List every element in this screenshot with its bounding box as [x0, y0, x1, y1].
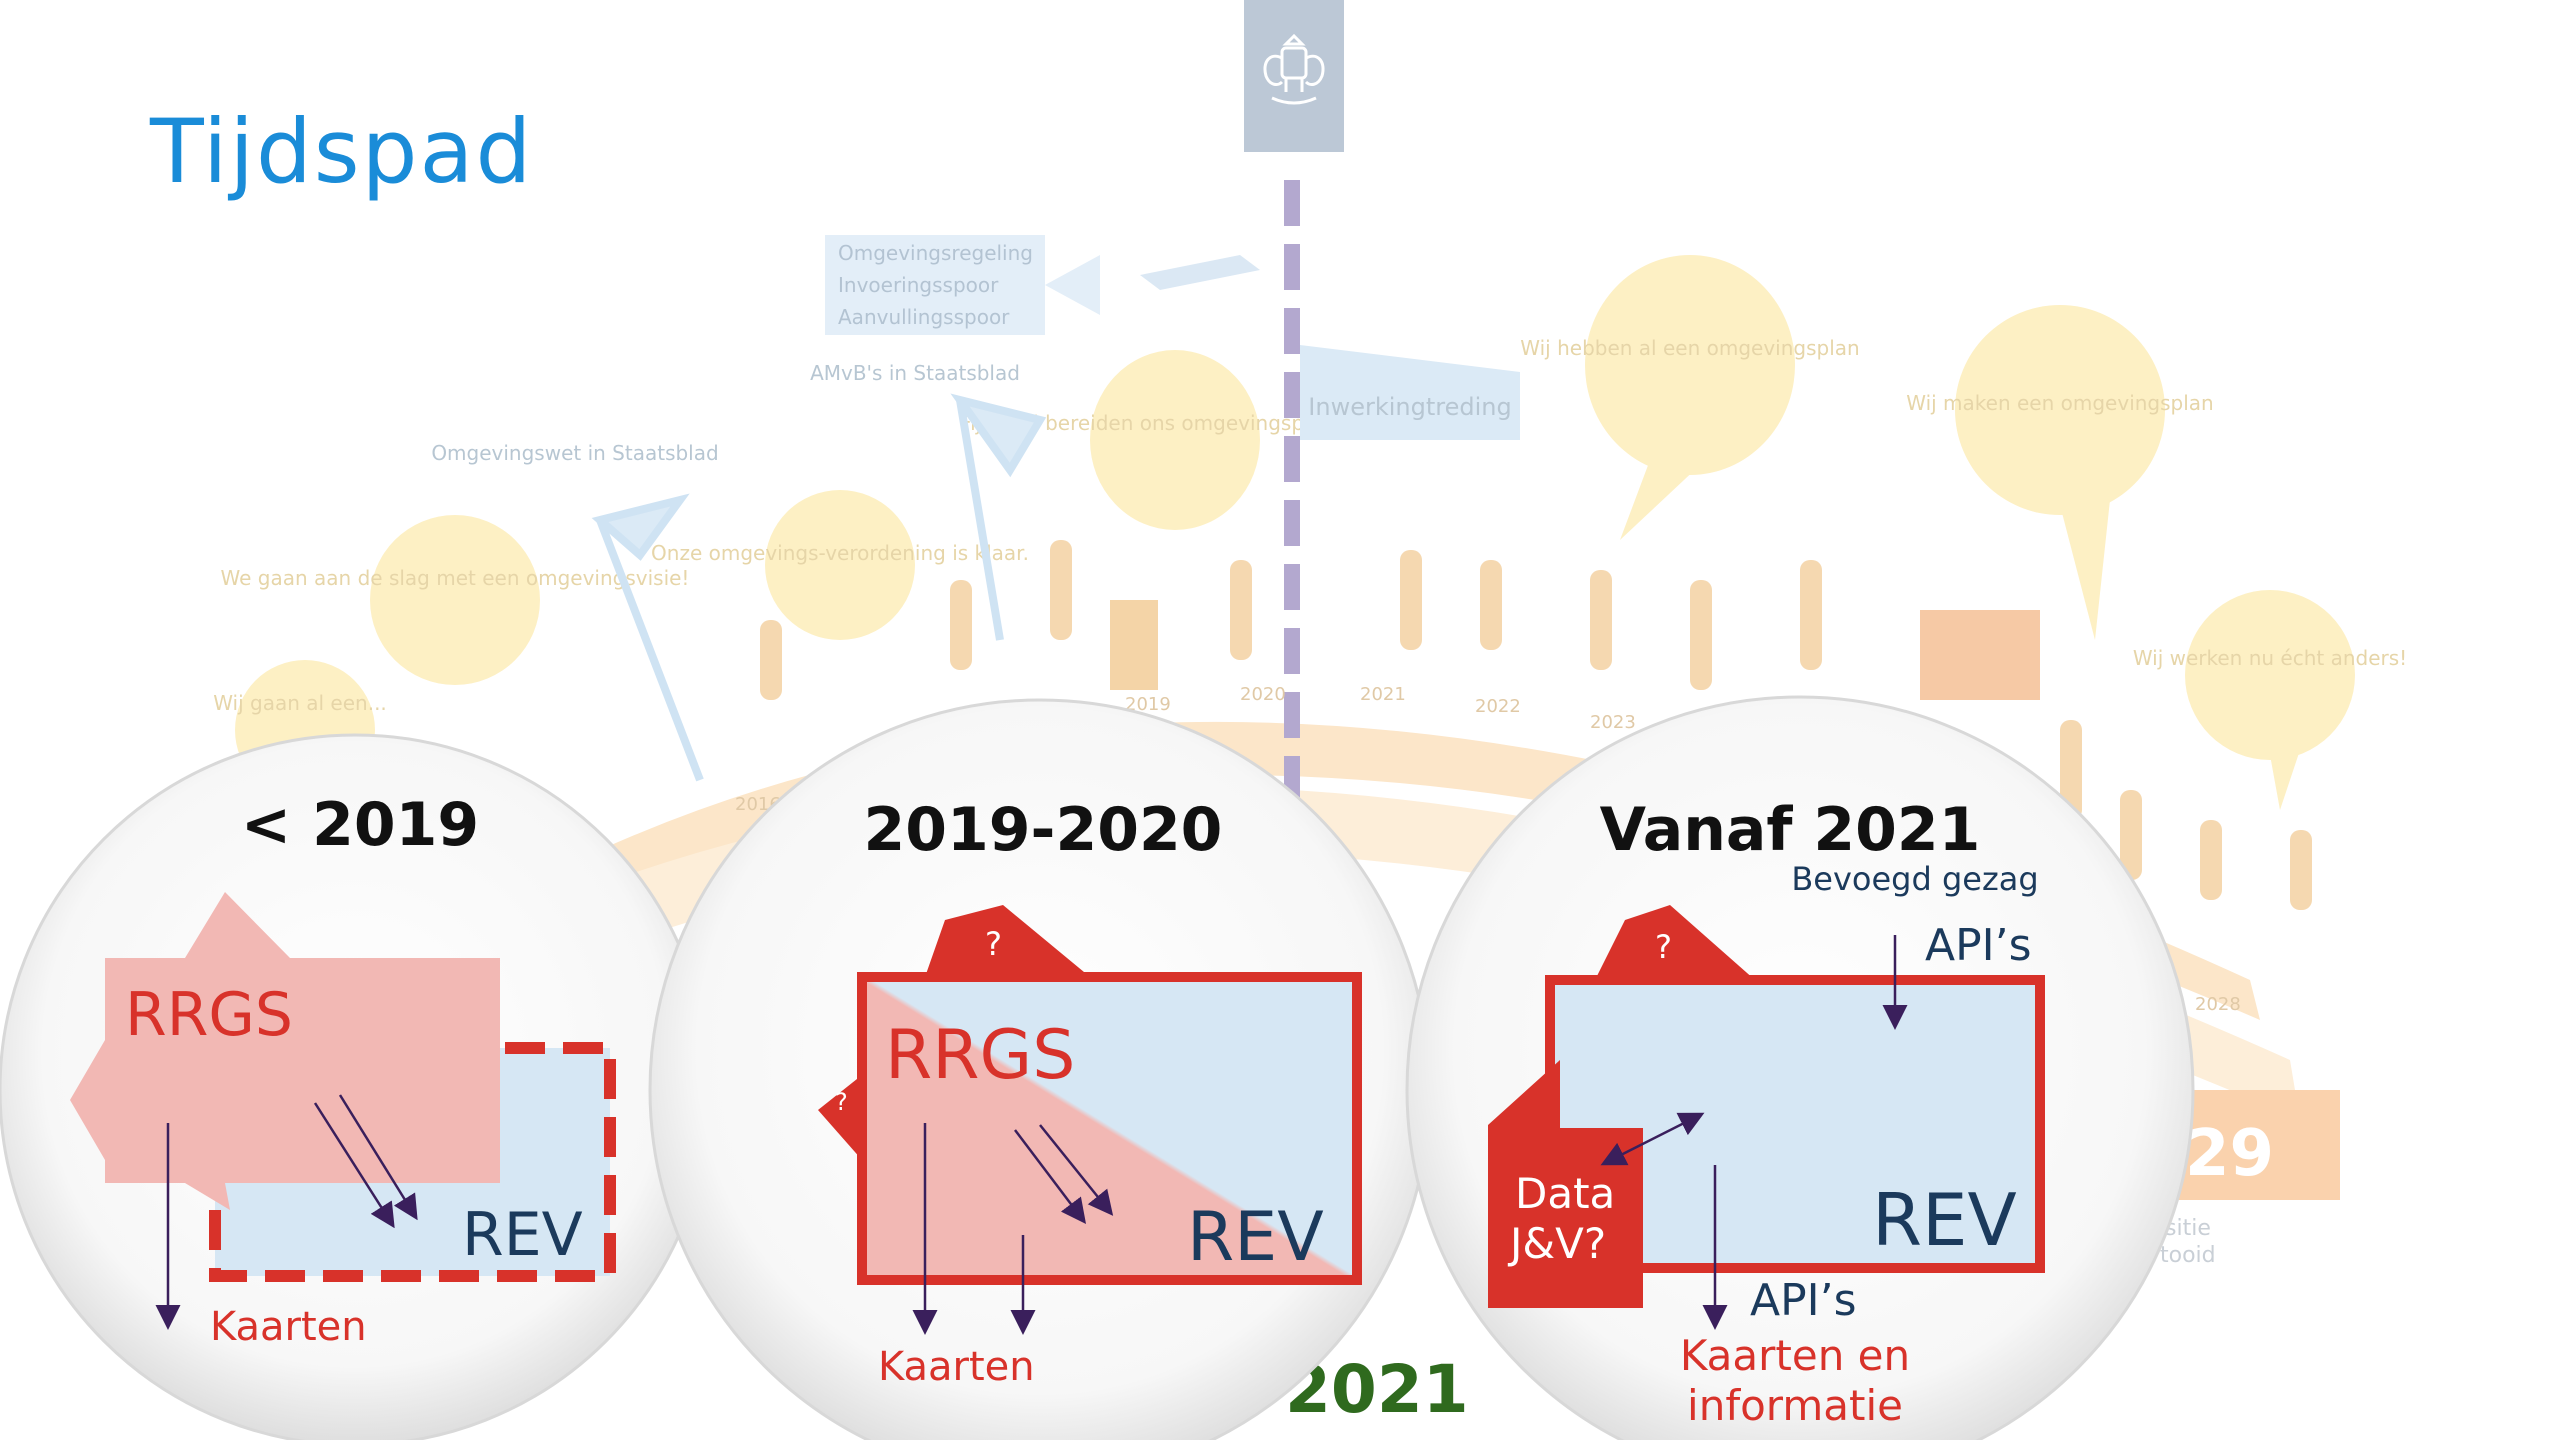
phase-circle-2019-2020: 2019-2020 ? ? RRGS REV Kaarten	[648, 698, 1432, 1440]
bubble-text: We gaan aan de slag met een omgevingsvis…	[221, 566, 690, 590]
bubble-text: Wij hebben al een omgevingsplan	[1520, 336, 1859, 360]
authority-label: Bevoegd gezag	[1791, 860, 2038, 898]
flag-label: Inwerkingtreding	[1308, 393, 1511, 421]
plane-banner	[825, 235, 1045, 335]
question-mark: ?	[1655, 928, 1672, 966]
phase-circle-pre-2019: < 2019 RRGS REV Kaarten	[0, 733, 712, 1440]
api-top-label: API’s	[1925, 920, 2032, 971]
bubble-werken-anders	[2185, 590, 2355, 760]
end-year-label: 29	[2185, 1117, 2274, 1191]
bubble-tail	[2270, 750, 2300, 810]
output-label: Kaarten en	[1680, 1331, 1910, 1380]
banner-line: Aanvullingsspoor	[838, 305, 1010, 329]
rev-label: REV	[1187, 1198, 1324, 1277]
flag-label: Omgevingswet in Staatsblad	[431, 441, 718, 465]
data-exchange-arrow	[1600, 1112, 1705, 1166]
year-tick: 2019	[1125, 694, 1171, 715]
phase-heading: 2019-2020	[864, 795, 1223, 865]
api-bottom-label: API’s	[1750, 1275, 1857, 1326]
rev-label: REV	[462, 1200, 583, 1270]
flags	[591, 345, 1520, 782]
output-label: Kaarten	[878, 1344, 1035, 1390]
banner-line: Invoeringsspoor	[838, 273, 999, 297]
question-tab	[925, 905, 1090, 977]
page-title: Tijdspad	[150, 100, 534, 203]
rrgs-rev-box	[857, 972, 1362, 1285]
flag-label: AMvB's in Staatsblad	[810, 361, 1020, 385]
bubble-fijn	[1090, 350, 1260, 530]
coat-of-arms-icon	[1263, 33, 1325, 105]
government-crest-banner	[1244, 0, 1344, 152]
bubble-text: Onze omgevings-verordening is klaar.	[651, 541, 1029, 565]
phase-heading: Vanaf 2021	[1600, 795, 1981, 865]
bubble-text: Wij gaan al een...	[213, 691, 387, 715]
end-caption: sitie	[2165, 1216, 2211, 1241]
bubble-maken-omgevingsplan	[1955, 305, 2165, 515]
bubble-verordening	[765, 490, 915, 640]
year-tick: 2022	[1475, 696, 1521, 717]
bubble-visie	[370, 515, 540, 685]
people-figures	[760, 540, 2312, 910]
rev-label: REV	[1872, 1178, 2017, 1262]
question-tab	[1595, 905, 1755, 980]
banner-line: Omgevingsregeling	[838, 241, 1033, 265]
question-mark: ?	[835, 1088, 848, 1116]
rrgs-label: RRGS	[885, 1016, 1075, 1095]
bubble-text: Wij werken nu écht anders!	[2133, 646, 2407, 670]
year-tick: 2020	[1240, 684, 1286, 705]
data-label: J&V?	[1507, 1219, 1606, 1268]
year-tick: 2021	[1360, 684, 1406, 705]
phase-circle-vanaf-2021: Vanaf 2021 Bevoegd gezag API’s ? REV Dat…	[1405, 695, 2195, 1440]
phase-heading: < 2019	[241, 790, 479, 860]
bubble-al-omgevingsplan	[1585, 255, 1795, 475]
rrgs-label: RRGS	[125, 980, 293, 1050]
question-tab	[818, 1075, 862, 1160]
data-box	[1488, 1060, 1643, 1308]
year-tick: 2028	[2195, 994, 2241, 1015]
output-label: informatie	[1687, 1381, 1903, 1430]
bubble-tail	[2060, 500, 2110, 640]
year-tick: 2023	[1590, 712, 1636, 733]
rrgs-shape	[70, 892, 500, 1183]
output-label: Kaarten	[210, 1304, 367, 1350]
question-mark: ?	[985, 925, 1002, 963]
data-label: Data	[1515, 1169, 1615, 1218]
bubble-text: Wij maken een omgevingsplan	[1906, 391, 2213, 415]
end-caption: tooid	[2160, 1243, 2216, 1268]
airplane-icon	[1140, 255, 1260, 290]
bubble-tail	[1620, 460, 1700, 540]
